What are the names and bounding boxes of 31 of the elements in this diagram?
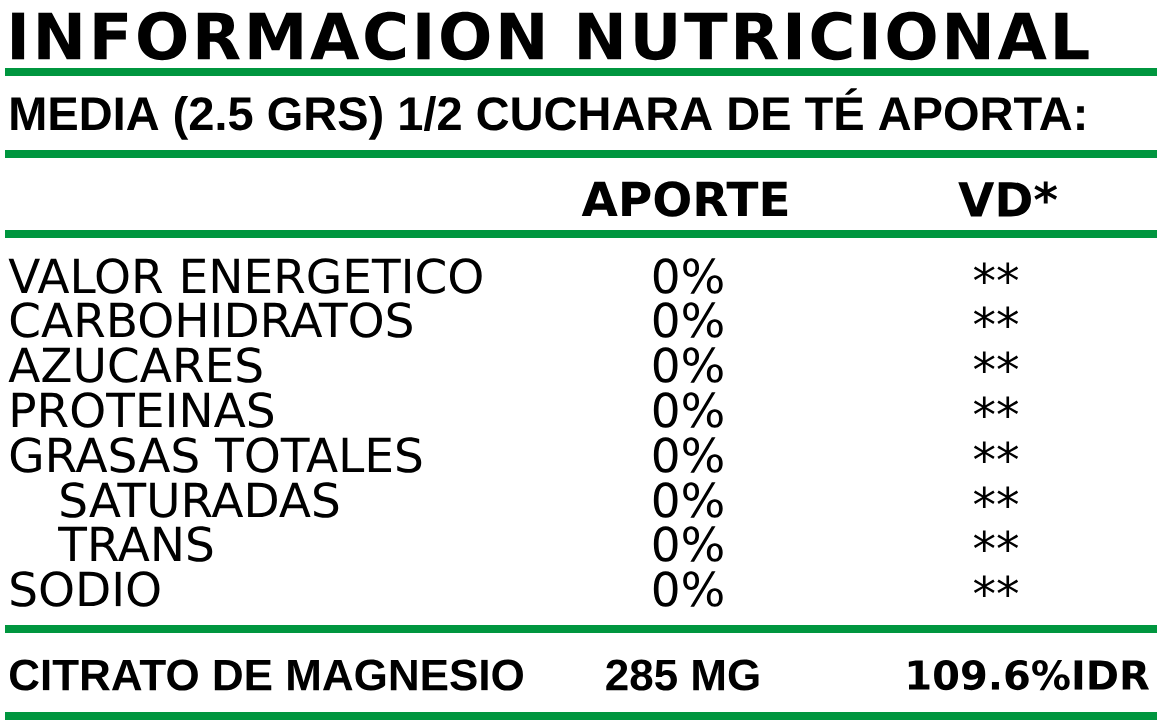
- column-header: APORTE: [581, 181, 788, 217]
- table-cell: **: [973, 486, 1019, 508]
- table-cell: CITRATO DE MAGNESIO: [10, 659, 523, 691]
- table-cell: **: [973, 530, 1019, 552]
- table-cell: 0%: [653, 571, 723, 607]
- table-cell: SATURADAS: [61, 482, 339, 518]
- table-cell: 285 MG: [606, 659, 759, 691]
- column-header: VD*: [958, 181, 1058, 217]
- table-cell: **: [973, 396, 1019, 418]
- table-cell: 0%: [653, 347, 723, 383]
- table-cell: GRASAS TOTALES: [10, 437, 422, 473]
- table-cell: **: [973, 262, 1019, 284]
- table-cell: 0%: [653, 392, 723, 428]
- table-cell: SODIO: [11, 571, 160, 607]
- table-cell: VALOR ENERGETICO: [8, 258, 482, 294]
- table-cell: **: [973, 351, 1019, 373]
- table-cell: 0%: [653, 437, 723, 473]
- subtitle: MEDIA (2.5 GRS) 1/2 CUCHARA DE TÉ APORTA:: [11, 88, 1084, 140]
- table-cell: 0%: [653, 302, 723, 338]
- table-cell: **: [973, 441, 1019, 463]
- table-cell: **: [973, 575, 1019, 597]
- table-title: INFORMACION NUTRICIONAL: [12, 11, 1089, 61]
- table-cell: **: [973, 306, 1019, 328]
- table-cell: TRANS: [58, 526, 213, 562]
- table-cell: AZUCARES: [8, 347, 262, 383]
- table-cell: 0%: [653, 258, 723, 294]
- table-cell: CARBOHIDRATOS: [10, 302, 412, 338]
- table-cell: 109.6%IDR: [908, 659, 1150, 691]
- table-cell: 0%: [653, 482, 723, 518]
- table-cell: 0%: [653, 526, 723, 562]
- table-cell: PROTEINAS: [12, 392, 273, 428]
